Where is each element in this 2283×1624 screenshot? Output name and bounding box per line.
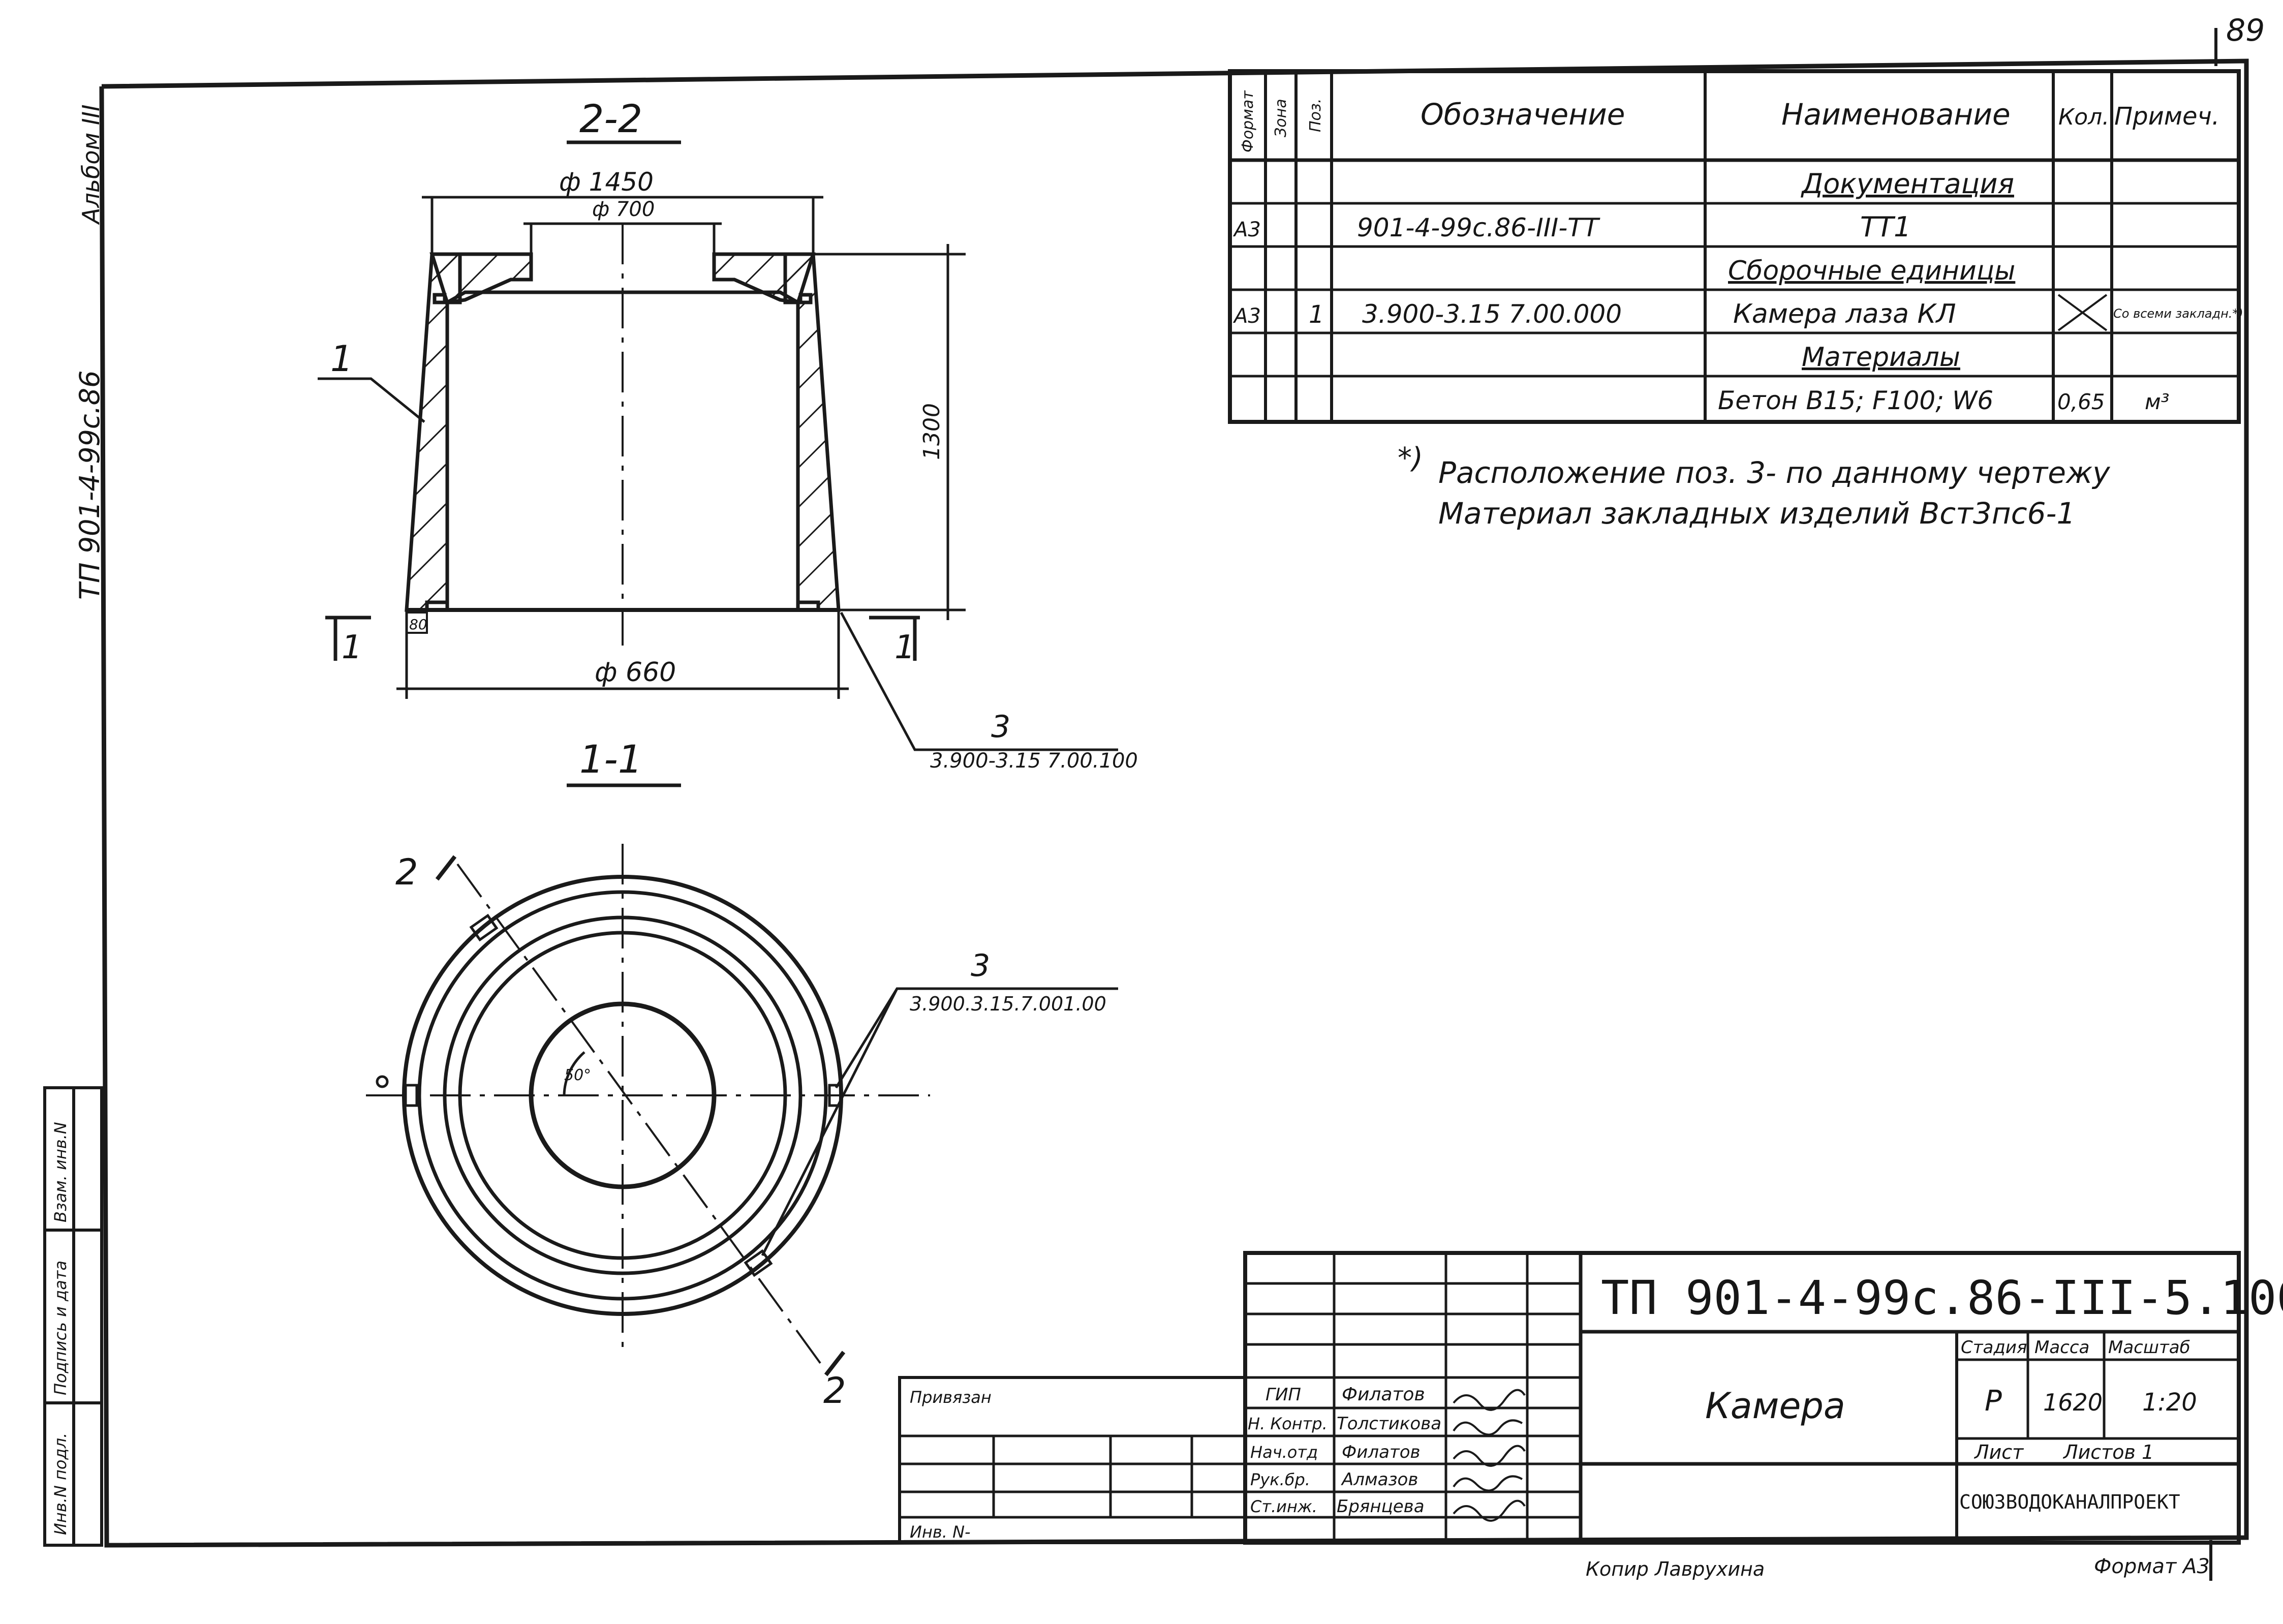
embed-left [404,1084,418,1107]
sheet-format: Формат А3 [2094,1555,2210,1578]
stage-label: Стадия [1961,1337,2027,1358]
person-name: Брянцева [1337,1496,1425,1517]
elev-pos3-code: 3.900-3.15 7.00.100 [930,749,1138,773]
signatures [1453,1389,1526,1522]
note-marker: *) [1398,442,1423,475]
copied-by: Копир Лаврухина [1586,1558,1765,1580]
role-label: Ст.инж. [1250,1497,1317,1516]
note-line-1: Расположение поз. 3- по данному чертежу [1438,455,2110,490]
spec-row-format: А3 [1232,304,1261,328]
spec-header-zone: Зона [1272,99,1290,137]
role-label: ГИП [1266,1385,1301,1405]
spec-row-note: Со всеми закладн.*) [2113,307,2243,321]
spec-header-qty: Кол. [2058,104,2109,130]
stamp-replacement-inv: Взам. инв.N [51,1122,70,1222]
spec-row-qty: 0,65 [2057,389,2105,414]
role-label: Рук.бр. [1250,1470,1310,1489]
organization-name: СОЮЗВОДОКАНАЛПРОЕКТ [1959,1491,2180,1513]
cut-line [456,863,824,1368]
spec-row-designation: 3.900-3.15 7.00.000 [1362,299,1622,329]
album-label: Альбом III [77,104,105,225]
section-mark-right: 1 [894,629,915,666]
stage-value: Р [1985,1385,2002,1418]
scale-value: 1:20 [2142,1388,2197,1417]
section-mark-left: 1 [342,629,362,666]
embed-right [828,1084,842,1107]
cone-body [405,252,841,612]
person-name: Алмазов [1341,1469,1418,1490]
stamp-signature-date: Подпись и дата [51,1261,70,1395]
spec-row-name: Документация [1801,168,2014,200]
spec-row-designation: 901-4-99с.86-III-ТТ [1357,213,1600,242]
mass-label: Масса [2034,1337,2089,1358]
sheet-label: Лист [1973,1441,2024,1463]
page-number: 89 [2226,13,2265,48]
spec-row-name: ТТ1 [1860,211,1911,243]
cut-mark-bottom: 2 [823,1370,846,1412]
spec-row-pos: 1 [1309,300,1324,329]
mass-value: 1620 [2043,1389,2103,1416]
dim-wall: 80 [409,616,427,633]
cut-mark-top: 2 [395,851,418,893]
elev-pos3-label: 3 [991,709,1010,745]
person-name: Филатов [1342,1384,1425,1405]
stamp-original-inv: Инв.N подл. [51,1433,70,1535]
plan-title: 1-1 [579,737,642,782]
role-label: Нач.отд [1250,1443,1318,1462]
spec-table [1228,69,2241,424]
spec-header-designation: Обозначение [1421,97,1625,132]
embed-top [469,913,499,942]
person-name: Толстикова [1337,1414,1441,1434]
spec-header-pos: Поз. [1307,99,1324,132]
drawing-title: Камера [1705,1385,1845,1427]
side-code-label: ТП 901-4-99с.86 [74,371,106,600]
dim-top-inner: ф 700 [592,198,655,221]
doc-code: ТП 901-4-99с.86-III-5.100 [1601,1271,2283,1325]
spec-row-format: А3 [1232,218,1261,241]
left-stamp [43,1086,103,1547]
spec-header-note: Примеч. [2114,102,2219,131]
spec-row-name: Сборочные единицы [1728,256,2015,286]
person-name: Филатов [1342,1442,1421,1462]
spec-row-name: Бетон В15; F100; W6 [1718,386,1993,415]
spec-row-name: Материалы [1802,342,1960,373]
title-block [898,1251,2241,1545]
elev-pos1-label: 1 [330,338,353,380]
dim-top-outer: ф 1450 [559,167,654,197]
bound-label: Привязан [910,1388,992,1407]
role-label: Н. Контр. [1248,1414,1328,1433]
sheets-label: Листов 1 [2062,1441,2154,1463]
spec-header-format: Формат [1239,90,1257,152]
spec-row-name: Камера лаза КЛ [1733,299,1956,329]
inventory-label: Инв. N- [910,1522,971,1542]
dim-angle: 50° [564,1066,591,1084]
embed-bottom [744,1249,773,1277]
note-line-2: Материал закладных изделий Вст3пс6-1 [1438,496,2075,531]
scale-label: Масштаб [2108,1337,2191,1358]
spec-row-note: м³ [2145,389,2170,414]
plan-pos3-label: 3 [971,948,990,984]
dim-height: 1300 [919,403,945,460]
dim-bottom: ф 660 [595,657,676,688]
elevation-title: 2-2 [579,96,642,141]
spec-header-name: Наименование [1781,97,2011,132]
plan-pos3-code: 3.900.3.15.7.001.00 [910,993,1106,1015]
